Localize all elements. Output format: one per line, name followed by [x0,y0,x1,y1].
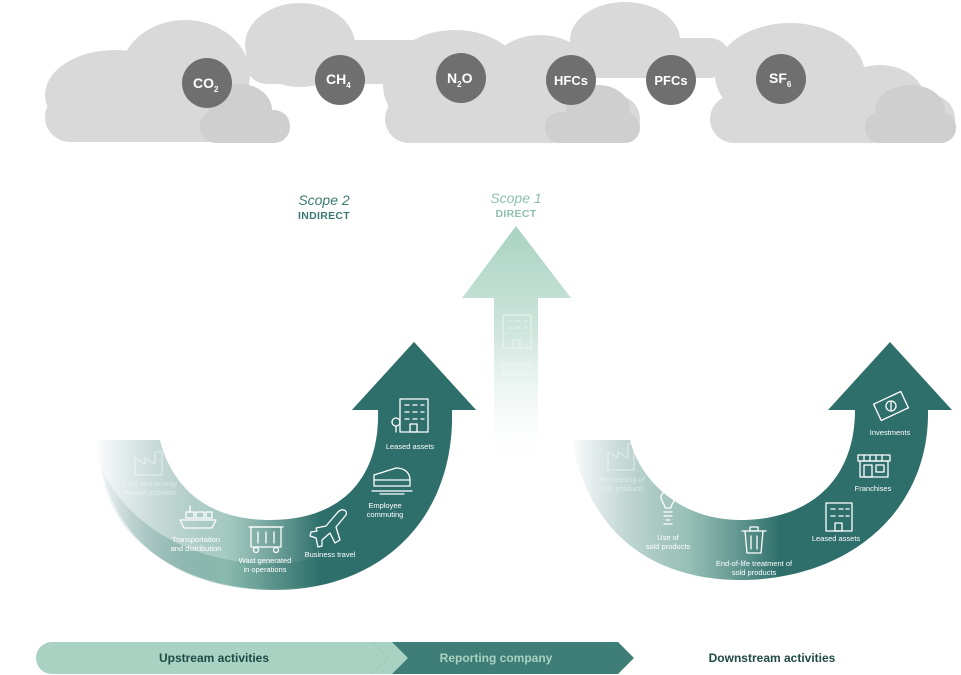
svg-text:sold products: sold products [732,568,777,577]
svg-text:PFCs: PFCs [654,73,687,88]
dumpster-icon [248,526,284,554]
svg-text:Fuel and energy: Fuel and energy [123,479,177,488]
reporting-bar-label: Reporting company [440,651,553,665]
cloud-5-small [865,85,956,143]
gas-hfcs: HFCs [546,55,596,105]
svg-text:sold products: sold products [600,484,645,493]
trash-icon [741,526,767,554]
gas-pfcs: PFCs [646,55,696,105]
svg-text:Investments: Investments [870,428,911,437]
svg-text:Business travel: Business travel [305,550,356,559]
activity-bar: Upstream activities Reporting company Do… [36,642,836,674]
svg-text:Transportation: Transportation [172,535,220,544]
building-icon [391,398,429,433]
svg-text:related activities: related activities [123,488,177,497]
upstream-bar-label: Upstream activities [159,651,269,665]
gas-sf6: SF6 [756,54,806,104]
svg-text:Franchises: Franchises [855,484,892,493]
item-use-of-sold-products: Use of sold products [646,491,691,551]
item-leased-assets-down: Leased assets [812,502,861,543]
svg-text:commuting: commuting [367,510,404,519]
svg-text:Company: Company [500,360,532,369]
svg-text:Employee: Employee [368,501,401,510]
money-icon [872,390,910,422]
ship-icon [179,505,217,529]
reporting-bar [372,642,634,674]
item-investments: Investments [870,390,911,437]
svg-text:Wast generated: Wast generated [239,556,292,565]
item-transportation: Transportation and distribution [171,505,222,553]
svg-text:Use of: Use of [657,533,680,542]
scope2-label: Scope 2 INDIRECT [298,192,350,222]
clouds [45,2,956,143]
svg-text:in operations: in operations [244,565,287,574]
gas-co2: CO2 [182,58,232,108]
item-waste: Wast generated in operations [239,526,292,574]
svg-text:CH4: CH4 [326,71,351,90]
svg-text:Scope 1: Scope 1 [490,190,541,206]
gas-n2o: N2O [436,53,486,103]
svg-text:N2O: N2O [447,70,473,89]
upstream-bar [36,642,394,674]
item-leased-assets-up: Leased assets [386,398,435,451]
shop-icon [857,454,891,478]
gas-ch4: CH4 [315,55,365,105]
item-business-travel: Business travel [305,509,356,559]
factory-icon [134,451,163,476]
scope1-arrow [462,226,571,470]
upstream-band [96,342,476,590]
svg-text:Scope 2: Scope 2 [298,192,350,208]
building-icon [502,314,532,349]
svg-text:SF6: SF6 [769,70,792,89]
item-fuel-energy: Fuel and energy related activities [123,451,177,497]
factory-icon [607,443,635,471]
svg-text:End-of-life treatment of: End-of-life treatment of [716,559,793,568]
airplane-icon [309,509,348,548]
item-employee-commuting: Employee commuting [367,467,413,519]
downstream-bar-label: Downstream activities [709,651,836,665]
svg-text:Processing of: Processing of [599,475,645,484]
train-icon [371,467,413,495]
gas-circles: CO2 CH4 N2O HFCs PFCs SF6 [182,53,806,108]
svg-text:Leased assets: Leased assets [812,534,861,543]
svg-text:and distribution: and distribution [171,544,222,553]
svg-text:DIRECT: DIRECT [496,208,537,220]
svg-text:HFCs: HFCs [554,73,588,88]
building-icon [825,502,853,532]
svg-text:Leased assets: Leased assets [386,442,435,451]
item-processing: Processing of sold products [599,443,646,493]
scope1-label: Scope 1 DIRECT [490,190,541,220]
item-company-facilities: Company facilities [500,314,532,378]
svg-text:INDIRECT: INDIRECT [298,210,350,222]
svg-text:CO2: CO2 [193,75,219,94]
item-end-of-life: End-of-life treatment of sold products [716,526,793,577]
lightbulb-icon [660,491,676,525]
svg-text:facilities: facilities [503,369,530,378]
item-franchises: Franchises [855,454,892,493]
svg-text:sold products: sold products [646,542,691,551]
